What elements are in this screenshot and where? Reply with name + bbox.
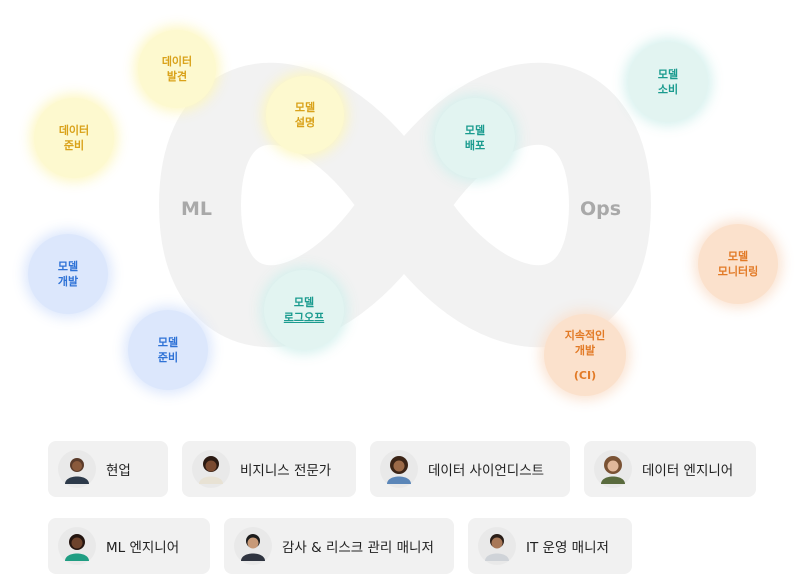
node-data-discovery[interactable]: 데이터 발견 <box>138 30 216 108</box>
node-model-dev-line2: 개발 <box>57 275 79 288</box>
person-avatar-icon <box>594 450 632 488</box>
node-data-discovery-line1: 데이터 <box>161 55 193 68</box>
node-data-prep-line1: 데이터 <box>58 124 90 137</box>
node-model-logging[interactable]: 모델 로그오프 <box>264 270 344 350</box>
person-avatar-icon <box>234 527 272 565</box>
node-model-explain-line2: 설명 <box>294 116 316 129</box>
node-model-explain[interactable]: 모델 설명 <box>266 76 344 154</box>
person-avatar-icon <box>192 450 230 488</box>
persona-data-scientist[interactable]: 데이터 사이언디스트 <box>370 441 570 497</box>
ops-label: Ops <box>580 198 622 220</box>
node-continuous-dev-line3: (CI) <box>573 368 597 382</box>
persona-label: IT 운영 매니저 <box>526 540 609 556</box>
node-model-prep[interactable]: 모델 준비 <box>128 310 208 390</box>
node-data-prep-line2: 준비 <box>63 139 85 152</box>
persona-ml-engineer[interactable]: ML 엔지니어 <box>48 518 210 574</box>
person-avatar-icon <box>380 450 418 488</box>
node-model-prep-line1: 모델 <box>157 336 179 349</box>
node-model-logging-line2: 로그오프 <box>283 311 325 324</box>
ml-label: ML <box>181 198 213 220</box>
node-continuous-dev[interactable]: 지속적인 개발 (CI) <box>544 314 626 396</box>
infinity-loop-band <box>159 62 651 348</box>
node-model-deploy[interactable]: 모델 배포 <box>435 98 515 178</box>
node-model-monitoring-line1: 모델 <box>727 250 749 263</box>
persona-label: 데이터 사이언디스트 <box>428 463 545 479</box>
node-continuous-dev-line2: 개발 <box>574 343 596 357</box>
node-data-discovery-line2: 발견 <box>166 70 188 83</box>
node-model-consume-line1: 모델 <box>657 68 679 81</box>
persona-label: 감사 & 리스크 관리 매니저 <box>282 540 434 556</box>
node-model-consume[interactable]: 모델 소비 <box>628 42 708 122</box>
persona-label: 데이터 엔지니어 <box>642 463 734 479</box>
persona-data-engineer[interactable]: 데이터 엔지니어 <box>584 441 756 497</box>
person-avatar-icon <box>58 450 96 488</box>
node-model-explain-line1: 모델 <box>294 101 316 114</box>
person-avatar-icon <box>58 527 96 565</box>
persona-label: 현업 <box>106 463 131 479</box>
persona-audit-risk-manager[interactable]: 감사 & 리스크 관리 매니저 <box>224 518 454 574</box>
node-model-monitoring-line2: 모니터링 <box>717 265 759 278</box>
node-data-prep[interactable]: 데이터 준비 <box>34 98 114 178</box>
node-model-dev[interactable]: 모델 개발 <box>28 234 108 314</box>
persona-label: ML 엔지니어 <box>106 540 180 556</box>
node-model-dev-line1: 모델 <box>57 260 79 273</box>
node-model-prep-line2: 준비 <box>157 351 179 364</box>
person-avatar-icon <box>478 527 516 565</box>
persona-business-expert[interactable]: 비지니스 전문가 <box>182 441 356 497</box>
node-continuous-dev-line1: 지속적인 <box>564 328 606 342</box>
persona-it-ops-manager[interactable]: IT 운영 매니저 <box>468 518 632 574</box>
node-model-consume-line2: 소비 <box>657 83 679 96</box>
persona-label: 비지니스 전문가 <box>240 463 332 479</box>
node-model-deploy-line2: 배포 <box>464 139 486 152</box>
node-model-deploy-line1: 모델 <box>464 124 486 137</box>
node-model-logging-line1: 모델 <box>293 296 315 309</box>
node-model-monitoring[interactable]: 모델 모니터링 <box>698 224 778 304</box>
persona-business-user[interactable]: 현업 <box>48 441 168 497</box>
